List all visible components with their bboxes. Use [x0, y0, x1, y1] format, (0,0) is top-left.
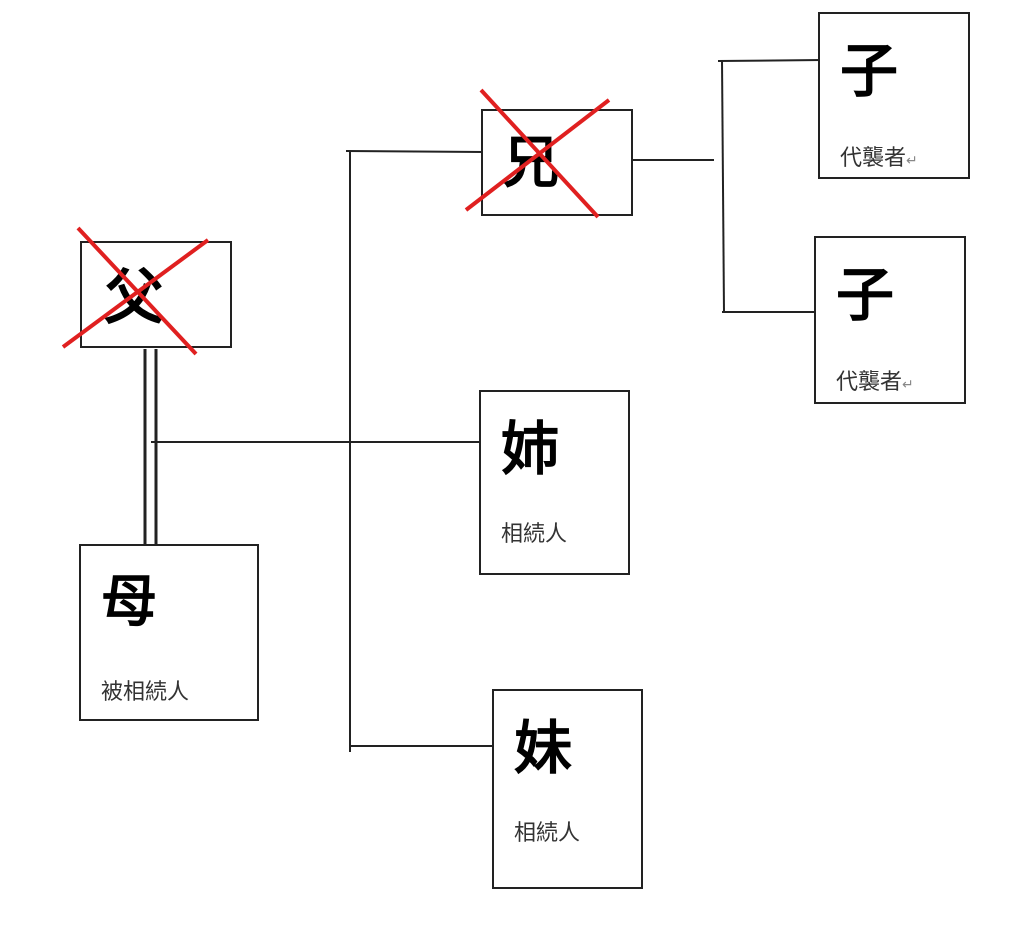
father-deceased-cross [61, 226, 210, 356]
child2-role: 代襲者↵ [836, 372, 914, 394]
mother-role: 被相続人 [101, 680, 190, 705]
brother-box: 兄 [481, 109, 633, 216]
brother-deceased-cross [464, 88, 611, 219]
child2-role-text: 代襲者 [836, 370, 903, 395]
child2-box: 子 代襲者↵ [814, 236, 966, 404]
younger-sister-box: 妹 相続人 [492, 689, 643, 889]
child2-return-mark: ↵ [902, 377, 914, 393]
mother-box: 母 被相続人 [79, 544, 259, 721]
child1-return-mark: ↵ [906, 153, 918, 169]
child1-name: 子 [840, 37, 899, 105]
branch-child1 [717, 59, 823, 62]
child1-role-text: 代襲者 [840, 146, 907, 171]
younger-sister-name: 妹 [514, 714, 573, 782]
branch-brother [345, 150, 485, 153]
elder-sister-name: 姉 [501, 415, 560, 483]
grandchildren-vertical-line [721, 59, 725, 314]
child1-role: 代襲者↵ [840, 148, 918, 170]
elder-sister-box: 姉 相続人 [479, 390, 630, 575]
child2-name: 子 [836, 261, 895, 329]
elder-sister-role: 相続人 [501, 522, 568, 547]
mother-name: 母 [101, 569, 157, 635]
younger-sister-role: 相続人 [514, 821, 581, 846]
child1-box: 子 代襲者↵ [818, 12, 970, 179]
